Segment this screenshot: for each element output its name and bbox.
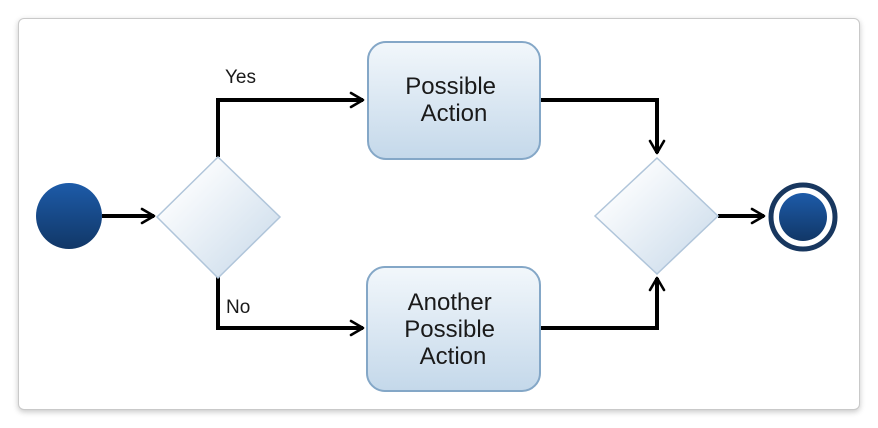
edge-possible-action-to-merge (540, 98, 666, 155)
action-label-line: Action (421, 100, 488, 127)
action-label-line: Possible (405, 73, 496, 100)
action-node-possible-action (367, 41, 541, 160)
action-label-line: Action (420, 343, 487, 370)
decision-diamond (155, 155, 282, 280)
edge-decision-to-another-action (216, 277, 365, 337)
edge-label-yes: Yes (225, 67, 256, 88)
edge-decision-to-possible-action (216, 91, 365, 157)
edge-label-no: No (226, 297, 250, 318)
action-node-label: Possible Action (405, 73, 502, 127)
edge-another-action-to-merge (540, 276, 666, 330)
end-node-core (779, 193, 827, 241)
action-label-line: Possible (404, 316, 495, 343)
merge-diamond (593, 156, 720, 276)
start-node (36, 183, 102, 249)
action-node-another-possible-action (366, 266, 541, 392)
action-label-line: Another (408, 289, 492, 316)
action-node-label: Another Possible Action (404, 289, 501, 370)
